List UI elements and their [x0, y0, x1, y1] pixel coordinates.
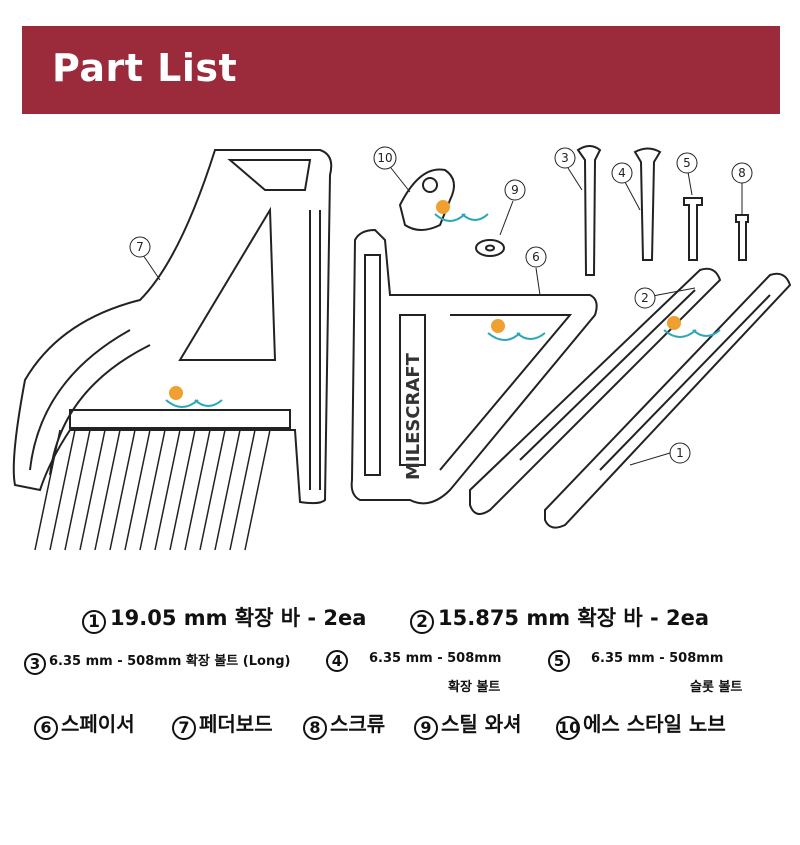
callouts: 10 9 6 7 3 4 5 8 2 1: [129, 146, 753, 464]
svg-text:2: 2: [641, 291, 649, 305]
marker-dots: [165, 200, 721, 408]
part-number: 9: [414, 716, 438, 740]
part-number: 5: [548, 650, 570, 672]
knob-drawing: [398, 168, 455, 231]
header-banner: Part List: [22, 26, 780, 114]
svg-text:5: 5: [683, 156, 691, 170]
marker-2: [487, 319, 546, 341]
part-5: 5 6.35 mm - 508mm: [548, 650, 723, 672]
part-label: 6.35 mm - 508mm 확장 볼트 (Long): [49, 654, 291, 669]
callout-1: 1: [669, 442, 691, 464]
part-5-sublabel: 슬롯 볼트: [690, 680, 743, 695]
part-label: 6.35 mm - 508mm: [591, 651, 724, 666]
part-number: 6: [34, 716, 58, 740]
bolts-drawing: [576, 145, 749, 276]
part-label: 19.05 mm 확장 바 - 2ea: [110, 606, 367, 630]
svg-text:3: 3: [561, 151, 569, 165]
part-label: 스크류: [330, 712, 386, 736]
part-4: 4 6.35 mm - 508mm: [326, 650, 501, 672]
spacer-drawing: [350, 228, 598, 505]
svg-text:6: 6: [532, 250, 540, 264]
part-number: 8: [303, 716, 327, 740]
washer-drawing: [475, 239, 505, 257]
part-label: 15.875 mm 확장 바 - 2ea: [438, 606, 710, 630]
part-number: 1: [82, 610, 106, 634]
svg-text:10: 10: [377, 151, 392, 165]
svg-text:4: 4: [618, 166, 626, 180]
callout-8: 8: [731, 162, 753, 184]
part-label: 페더보드: [199, 712, 273, 736]
part-label: 스틸 와셔: [441, 712, 522, 736]
part-number: 4: [326, 650, 348, 672]
callout-5: 5: [676, 152, 698, 174]
svg-text:1: 1: [676, 446, 684, 460]
callout-10: 10: [373, 146, 397, 170]
part-label: 에스 스타일 노브: [583, 712, 726, 736]
callout-6: 6: [525, 246, 547, 268]
part-label: 6.35 mm - 508mm: [369, 651, 502, 666]
page-title: Part List: [52, 46, 238, 90]
callout-7: 7: [129, 236, 151, 258]
callout-2: 2: [634, 287, 656, 309]
part-label: 스페이서: [61, 712, 135, 736]
extension-bars-drawing: [469, 267, 792, 529]
part-number: 3: [24, 653, 46, 675]
svg-text:7: 7: [136, 240, 144, 254]
svg-text:9: 9: [511, 183, 519, 197]
part-number: 7: [172, 716, 196, 740]
brand-text: MILESCRAFT: [403, 352, 424, 480]
svg-text:8: 8: [738, 166, 746, 180]
marker-4: [165, 386, 223, 408]
parts-diagram: MILESCRAFT 10 9 6 7 3 4 5 8 2 1: [12, 145, 792, 551]
marker-3: [663, 316, 721, 338]
part-number: 2: [410, 610, 434, 634]
part-number: 10: [556, 716, 580, 740]
marker-1: [434, 200, 489, 222]
featherboard-drawing: [12, 149, 333, 551]
callout-3: 3: [554, 147, 576, 169]
callout-4: 4: [611, 162, 633, 184]
part-4-sublabel: 확장 볼트: [448, 680, 501, 695]
callout-9: 9: [504, 179, 526, 201]
